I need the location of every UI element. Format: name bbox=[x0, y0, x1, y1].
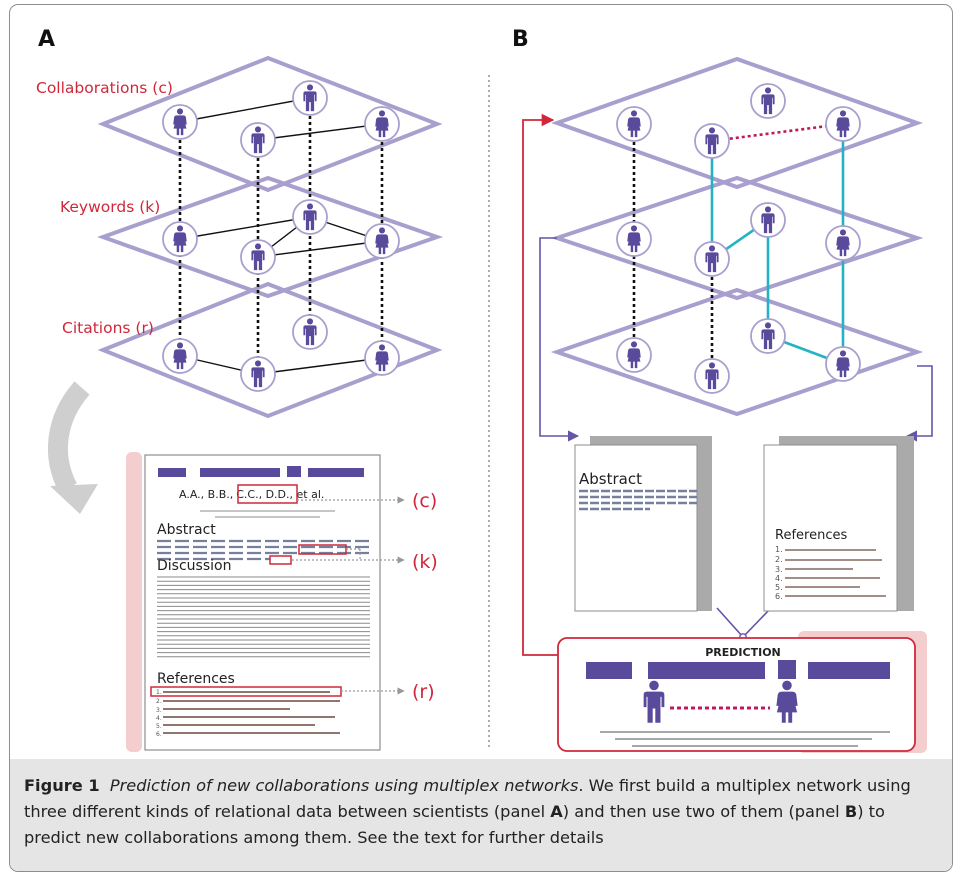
paper-authors-highlight: C.C., D.D. bbox=[236, 488, 289, 501]
callout-citations: (r) bbox=[412, 681, 435, 703]
references-document: References 1. 2. 3. 4. 5. 6. bbox=[763, 436, 914, 612]
layer-citations bbox=[97, 281, 443, 419]
person-node bbox=[616, 221, 652, 257]
paper-discussion-heading: Discussion bbox=[157, 558, 231, 574]
person-node bbox=[694, 123, 730, 159]
caption-text-3: ) to predict new collaborations among th… bbox=[24, 802, 885, 847]
layer-label-citations: Citations (r) bbox=[62, 319, 154, 337]
person-node bbox=[694, 241, 730, 277]
panel-a: A Collaborations (c) Keywords (k) Citati… bbox=[36, 27, 444, 752]
panel-b-label: B bbox=[512, 27, 529, 52]
svg-text:A.A., B.B.,C.C., D.D., et al.: A.A., B.B.,C.C., D.D., et al. bbox=[179, 488, 324, 501]
person-node bbox=[616, 337, 652, 373]
predicted-link bbox=[711, 122, 844, 143]
person-node bbox=[162, 338, 198, 374]
svg-text:6.: 6. bbox=[775, 592, 783, 601]
layer-keywords bbox=[97, 175, 444, 299]
caption-text-1: . We first build a multiplex network usi… bbox=[24, 776, 911, 821]
paper-abstract-lines bbox=[157, 539, 370, 561]
paper-document: A.A., B.B.,C.C., D.D., et al. Abstract D… bbox=[144, 454, 381, 751]
panel-a-layers bbox=[97, 55, 444, 419]
layer-collaborations bbox=[97, 55, 443, 193]
figure-diagram: A Collaborations (c) Keywords (k) Citati… bbox=[36, 27, 933, 753]
person-node bbox=[364, 223, 400, 259]
caption-title: Prediction of new collaborations using m… bbox=[109, 776, 579, 795]
layer-collaborations-b bbox=[551, 56, 923, 190]
person-node bbox=[694, 358, 730, 394]
svg-text:6.: 6. bbox=[156, 731, 162, 738]
panel-a-edges bbox=[179, 97, 383, 375]
person-node bbox=[162, 221, 198, 257]
svg-text:4.: 4. bbox=[156, 715, 162, 722]
person-node bbox=[825, 346, 861, 382]
panel-a-interlayer-links bbox=[178, 98, 384, 374]
paper-reference-numbers: 1. 2. 3. 4. 5. 6. bbox=[156, 689, 162, 738]
panel-a-nodes bbox=[162, 80, 400, 392]
panel-b-layers bbox=[550, 56, 924, 417]
svg-text:3.: 3. bbox=[775, 565, 783, 574]
person-node bbox=[616, 106, 652, 142]
caption-text-2: ) and then use two of them (panel bbox=[562, 802, 845, 821]
svg-text:4.: 4. bbox=[775, 574, 783, 583]
svg-text:1.: 1. bbox=[156, 689, 162, 696]
svg-text:5.: 5. bbox=[156, 723, 162, 730]
figure-frame bbox=[9, 4, 953, 872]
abstract-doc-heading: Abstract bbox=[579, 470, 642, 488]
figure-caption: Figure 1 Prediction of new collaboration… bbox=[24, 773, 939, 851]
callout-arrows bbox=[292, 496, 405, 695]
panel-a-label: A bbox=[38, 27, 55, 52]
authors-highlight-box bbox=[237, 484, 298, 504]
person-node bbox=[292, 199, 328, 235]
person-node bbox=[750, 202, 786, 238]
layer-label-keywords: Keywords (k) bbox=[60, 198, 160, 216]
svg-text:2.: 2. bbox=[775, 555, 783, 564]
person-node bbox=[750, 318, 786, 354]
person-node bbox=[825, 225, 861, 261]
person-node bbox=[240, 356, 276, 392]
callout-keywords: (k) bbox=[412, 551, 438, 573]
panel-b-nodes bbox=[616, 83, 861, 394]
svg-text:3.: 3. bbox=[156, 707, 162, 714]
paper-reference-lines bbox=[163, 691, 340, 734]
person-node bbox=[292, 314, 328, 350]
svg-text:2.: 2. bbox=[156, 698, 162, 705]
person-node bbox=[292, 80, 328, 116]
layer-keywords-b bbox=[550, 175, 924, 301]
person-node bbox=[750, 83, 786, 119]
person-node bbox=[162, 104, 198, 140]
caption-band bbox=[10, 759, 952, 871]
paper-shadow-band bbox=[126, 452, 142, 752]
paper-authors-after: , et al. bbox=[290, 488, 325, 501]
caption-label: Figure 1 bbox=[24, 776, 100, 795]
person-node bbox=[240, 122, 276, 158]
caption-ref-b: B bbox=[844, 802, 858, 821]
layer-citations-b bbox=[550, 287, 924, 417]
callout-collaborations: (c) bbox=[412, 490, 437, 512]
abstract-document: Abstract bbox=[574, 436, 712, 612]
layer-label-collaborations: Collaborations (c) bbox=[36, 79, 173, 97]
extraction-arrow bbox=[48, 381, 98, 514]
references-doc-heading: References bbox=[775, 528, 847, 543]
person-node bbox=[240, 239, 276, 275]
prediction-box: PREDICTION bbox=[557, 637, 916, 752]
svg-text:1.: 1. bbox=[775, 545, 783, 554]
keyword-highlight-box bbox=[269, 555, 292, 565]
paper-authors-before: A.A., B.B., bbox=[179, 488, 233, 501]
panel-b-flow-arrows bbox=[539, 237, 933, 638]
paper-discussion-lines bbox=[157, 576, 370, 658]
caption-ref-a: A bbox=[550, 802, 563, 821]
person-node bbox=[364, 106, 400, 142]
paper-references-heading: References bbox=[157, 671, 235, 687]
paper-abstract-heading: Abstract bbox=[157, 522, 216, 538]
person-node bbox=[364, 340, 400, 376]
panel-b: B bbox=[512, 27, 933, 753]
svg-text:5.: 5. bbox=[775, 583, 783, 592]
prediction-label: PREDICTION bbox=[705, 646, 781, 659]
person-node bbox=[825, 106, 861, 142]
